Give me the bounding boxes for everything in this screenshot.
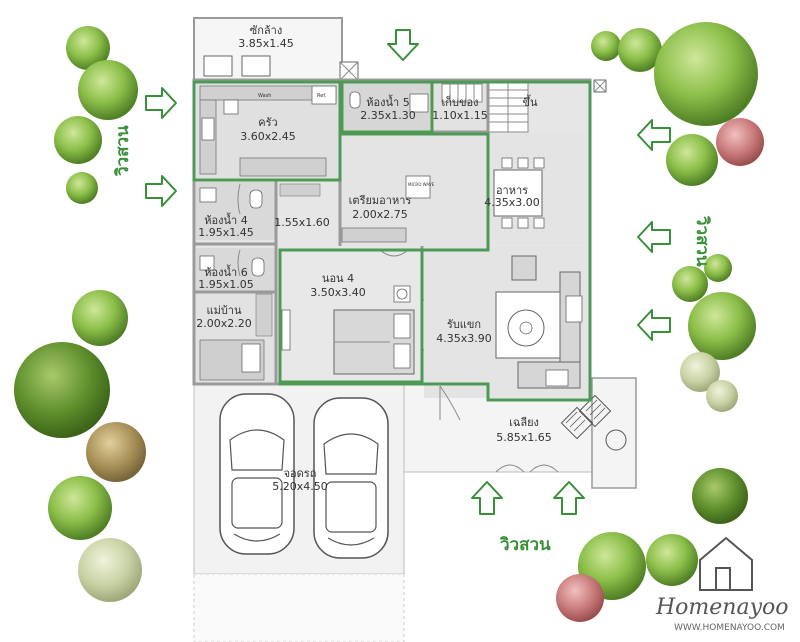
tree-icon xyxy=(688,292,756,360)
room-name-bath4: ห้องน้ำ 4 xyxy=(204,212,247,227)
tree-icon xyxy=(66,172,98,204)
house-floor: Wash Ref. MICRO WAVE xyxy=(192,17,607,421)
outdoor-chair xyxy=(560,406,594,440)
arrow-right-icon xyxy=(145,87,177,119)
room-size-maid: 2.00x2.20 xyxy=(196,317,252,330)
washer-icon xyxy=(203,55,233,77)
arrow-up-icon xyxy=(471,481,503,515)
arrow-left-icon xyxy=(637,119,671,151)
house-logo-icon xyxy=(699,536,753,591)
outdoor-table xyxy=(605,429,627,451)
room-size-bath5: 2.35x1.30 xyxy=(360,109,416,122)
room-size-laundry: 3.85x1.45 xyxy=(238,37,294,50)
room-size-bedroom4: 3.50x3.40 xyxy=(310,286,366,299)
room-name-bedroom4: นอน 4 xyxy=(322,272,354,285)
tree-icon xyxy=(78,538,142,602)
room-size-living: 4.35x3.90 xyxy=(436,332,492,345)
fridge-icon xyxy=(311,85,337,105)
toilet-icon xyxy=(349,91,361,109)
basin-icon xyxy=(199,187,217,203)
arrow-left-icon xyxy=(637,221,671,253)
appliance-label-wash: Wash xyxy=(258,93,271,99)
tree-icon xyxy=(672,266,708,302)
garden-view-label-right: วิวสวน xyxy=(692,216,712,267)
tree-icon xyxy=(692,468,748,524)
sofa-set xyxy=(495,255,583,389)
car-icon xyxy=(313,397,389,559)
outdoor-chair xyxy=(578,394,612,428)
room-size-bath6: 1.95x1.05 xyxy=(198,278,254,291)
basin-icon xyxy=(199,255,215,271)
room-name-garage: จอดรถ xyxy=(284,467,317,480)
room-name-stairs: ขึ้น xyxy=(522,94,538,109)
tree-icon xyxy=(66,26,110,70)
tree-icon xyxy=(716,118,764,166)
brand-logo: Homenayoo WWW.HOMENAYOO.COM xyxy=(655,536,789,633)
room-name-maid: แม่บ้าน xyxy=(206,304,242,317)
tree-icon xyxy=(704,254,732,282)
arrow-right-icon xyxy=(145,175,177,207)
room-size-garage: 5.20x4.50 xyxy=(272,480,328,493)
room-name-storage: เก็บของ xyxy=(442,95,479,109)
room-size-terrace: 5.85x1.65 xyxy=(496,431,552,444)
arrow-up-icon xyxy=(553,481,585,515)
tree-icon xyxy=(591,31,621,61)
tree-icon xyxy=(72,290,128,346)
room-name-bath6: ห้องน้ำ 6 xyxy=(204,264,247,279)
tree-icon xyxy=(54,116,102,164)
stove-icon xyxy=(223,99,239,115)
room-labels: ซักล้าง 3.85x1.45 ครัว 3.60x2.45 ห้องน้ำ… xyxy=(196,24,552,493)
car-icon xyxy=(219,393,295,555)
garage-area xyxy=(193,383,405,642)
tree-icon xyxy=(618,28,662,72)
room-name-living: รับแขก xyxy=(447,318,481,331)
tree-icon xyxy=(48,476,112,540)
garden-view-label-bottom: วิวสวน xyxy=(500,535,551,555)
brand-url: WWW.HOMENAYOO.COM xyxy=(674,623,785,633)
appliance-label-micro: MICRO WAVE xyxy=(408,182,435,187)
view-arrows xyxy=(145,29,671,515)
room-size-hall: 1.55x1.60 xyxy=(274,216,330,229)
room-size-prep: 2.00x2.75 xyxy=(352,208,408,221)
highlight-zones xyxy=(192,80,592,402)
toilet-icon xyxy=(249,189,263,209)
arrow-down-icon xyxy=(387,29,419,61)
dining-table xyxy=(493,157,545,229)
room-size-storage: 1.10x1.15 xyxy=(432,109,488,122)
garden-view-label-left: วิวสวน xyxy=(113,125,133,176)
room-size-bath4: 1.95x1.45 xyxy=(198,226,254,239)
tree-icon xyxy=(86,422,146,482)
bed-icon xyxy=(333,309,415,375)
basin-icon xyxy=(409,93,429,113)
tree-icon xyxy=(706,380,738,412)
tree-icon xyxy=(680,352,720,392)
microwave-icon xyxy=(405,175,431,199)
room-name-prep: เตรียมอาหาร xyxy=(349,194,412,207)
room-name-laundry: ซักล้าง xyxy=(250,24,282,37)
tree-icon xyxy=(666,134,718,186)
sink-icon xyxy=(201,117,215,141)
room-name-bath5: ห้องน้ำ 5 xyxy=(366,94,409,109)
staircase xyxy=(441,81,529,133)
landscape-trees xyxy=(14,22,764,622)
tree-icon xyxy=(556,574,604,622)
arrow-left-icon xyxy=(637,309,671,341)
room-size-kitchen: 3.60x2.45 xyxy=(240,130,296,143)
room-name-terrace: เฉลียง xyxy=(509,416,539,429)
appliance-label-ref: Ref. xyxy=(317,93,327,99)
room-size-dining: 4.35x3.00 xyxy=(484,196,540,209)
toilet-icon xyxy=(251,257,265,277)
tree-icon xyxy=(78,60,138,120)
tree-icon xyxy=(646,534,698,586)
brand-name: Homenayoo xyxy=(655,595,789,620)
tree-icon xyxy=(654,22,758,126)
room-name-dining: อาหาร xyxy=(496,184,528,197)
dryer-icon xyxy=(241,55,271,77)
room-name-kitchen: ครัว xyxy=(258,116,277,129)
tree-icon xyxy=(14,342,110,438)
